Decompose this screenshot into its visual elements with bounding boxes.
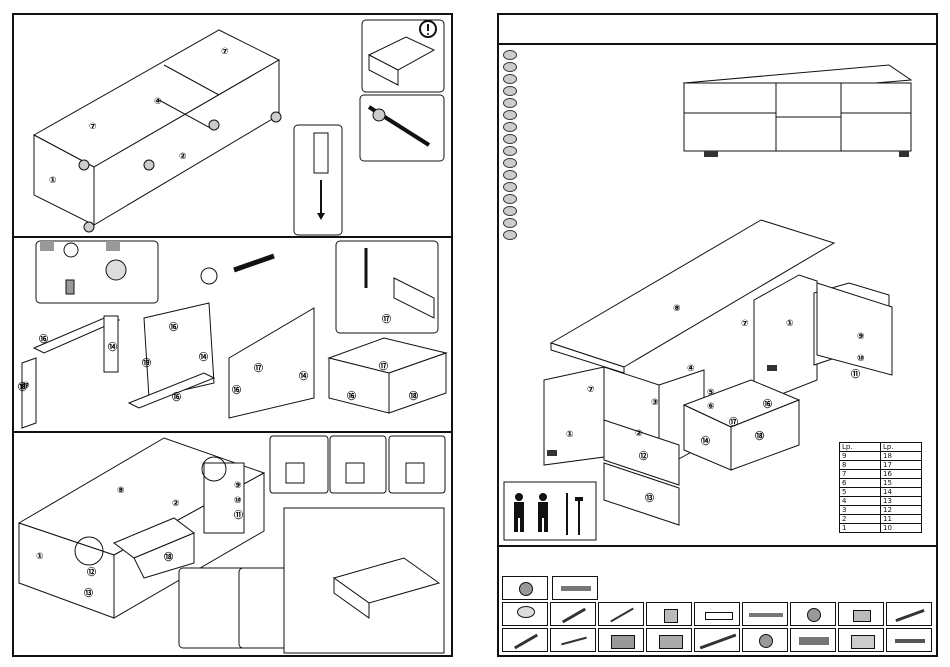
part-label: ④	[687, 364, 695, 374]
cam-hole	[79, 160, 89, 170]
part-label: ⑪	[234, 509, 243, 521]
part-label: ⑭	[199, 351, 208, 363]
hardware-screw-3	[502, 628, 548, 652]
hardware-hinge	[646, 628, 692, 652]
part-label: ⑬	[645, 492, 654, 504]
part-label: ⑰	[379, 360, 388, 372]
hardware-rail	[694, 628, 740, 652]
part-label: ⑦	[89, 122, 97, 132]
part-label: ⑦	[741, 319, 749, 329]
step-3-panel: ⑧ ② ① ⑨ ⑩ ⑪ ⑫ ⑬ ⑱	[14, 433, 451, 655]
part-label: ⑨	[234, 481, 242, 491]
part-label: ⑦	[587, 385, 595, 395]
detail-hinge-clip	[179, 568, 247, 648]
part-label: ⑯	[763, 398, 772, 410]
part-label: ⑭	[299, 370, 308, 382]
part-label: ⑯	[172, 391, 181, 403]
hardware-dowel	[694, 602, 740, 626]
part-label: ⑱	[164, 551, 173, 563]
step-1-panel: ① ② ④ ⑦ ⑦	[14, 15, 451, 237]
hardware-grid	[502, 576, 934, 654]
hardware-runner-bolt	[790, 628, 836, 652]
part-label: ⑱	[18, 381, 27, 393]
part-label: ⑥	[707, 402, 715, 412]
hardware-screw-4	[550, 628, 596, 652]
part-label: ⑧	[673, 304, 681, 314]
part-label: ⑯	[232, 384, 241, 396]
part-label: ⑪	[851, 368, 860, 380]
part-label: ①	[786, 319, 794, 329]
part-label: ②	[172, 499, 180, 509]
part-label: ⑧	[117, 486, 125, 496]
part-label: ⑫	[639, 450, 648, 462]
part-label: ⑯	[39, 333, 48, 345]
part-label: ⑱	[409, 390, 418, 402]
hardware-hex-key	[886, 628, 932, 652]
hardware-long-bolt	[742, 602, 788, 626]
part-label: ①	[566, 430, 574, 440]
part-label: ⑦	[221, 47, 229, 57]
part-label: ①	[49, 176, 57, 186]
part-label: ⑯	[347, 390, 356, 402]
part-label: ⑰	[729, 416, 738, 428]
table-header: Lp.	[881, 443, 922, 452]
hardware-knob	[502, 602, 548, 626]
part-label: ⑨	[857, 332, 865, 342]
part-label: ②	[635, 429, 643, 439]
finished-cabinet-preview	[684, 65, 911, 157]
carcass-assembly-drawing: ① ② ④ ⑦ ⑦	[14, 15, 451, 237]
hardware-screw-2	[886, 602, 932, 626]
detail-handle-box	[36, 241, 158, 303]
part-label: ②	[179, 152, 187, 162]
step-2-panel: ⑩ ⑭ ⑱ ⑯ ⑯ ⑭ ⑲ ⑯ ⑰ ⑯ ⑭ ⑰ ⑯ ⑰ ⑱	[14, 238, 451, 432]
part-label: ④	[154, 97, 162, 107]
part-label: ⑬	[84, 587, 93, 599]
part-label: ⑰	[382, 313, 391, 325]
hardware-cam-bolt	[552, 576, 598, 600]
hardware-cam-lock-2	[742, 628, 788, 652]
hardware-hinge-plate	[598, 628, 644, 652]
part-label: ③	[651, 398, 659, 408]
hardware-bracket	[838, 628, 884, 652]
part-label: ⑩	[234, 496, 242, 506]
part-label: ①	[36, 552, 44, 562]
part-label: ⑤	[707, 388, 715, 398]
overview-panel: ⑧ ⑦ ① ⑦ ④ ⑨ ⑩ ⑪ ⑤ ⑯ ⑥ ③ ⑰ ② ⑭ ⑱ ① ⑫ ⑬	[499, 45, 936, 545]
part-label: ⑭	[701, 435, 710, 447]
hardware-nail	[598, 602, 644, 626]
hardware-connector	[646, 602, 692, 626]
hardware-clip	[838, 602, 884, 626]
hardware-screw-1	[550, 602, 596, 626]
part-label: ⑯	[169, 321, 178, 333]
hardware-washer	[790, 602, 836, 626]
part-label: ⑫	[87, 566, 96, 578]
part-label: ⑭	[108, 341, 117, 353]
final-assembly-drawing: ⑧ ② ① ⑨ ⑩ ⑪ ⑫ ⑬ ⑱	[14, 433, 451, 655]
footer-divider	[497, 545, 938, 547]
hardware-cam-lock	[502, 576, 548, 600]
table-header: Lp.	[840, 443, 881, 452]
part-label: ⑲	[142, 357, 151, 369]
part-label: ⑰	[254, 362, 263, 374]
part-label: ⑩	[857, 354, 865, 364]
drawer-assembly-drawing: ⑩ ⑭ ⑱ ⑯ ⑯ ⑭ ⑲ ⑯ ⑰ ⑯ ⑭ ⑰ ⑯ ⑰ ⑱	[14, 238, 451, 432]
part-label: ⑱	[755, 430, 764, 442]
